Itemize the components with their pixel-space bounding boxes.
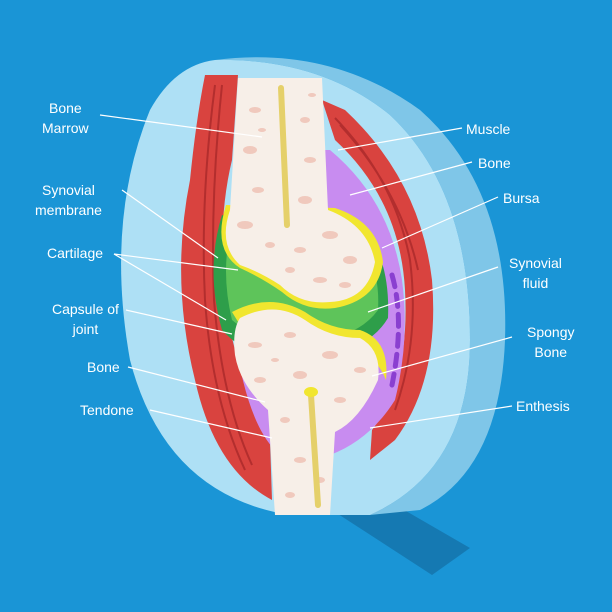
label-synovial-fluid-line1: Synovial <box>509 255 562 271</box>
label-synovial-membrane: Synovial membrane <box>35 180 102 220</box>
label-spongy-bone-line2: Bone <box>534 344 568 360</box>
label-bone-marrow: Bone Marrow <box>42 98 89 138</box>
label-bone-upper: Bone <box>478 153 511 173</box>
label-synovial-membrane-line1: Synovial <box>42 182 95 198</box>
label-bone-lower: Bone <box>87 357 120 377</box>
label-bone-upper-line1: Bone <box>478 155 511 171</box>
label-enthesis: Enthesis <box>516 396 570 416</box>
label-muscle-line1: Muscle <box>466 121 511 137</box>
lower-bone <box>232 302 387 515</box>
label-bone-lower-line1: Bone <box>87 359 120 375</box>
label-bursa: Bursa <box>503 188 540 208</box>
label-spongy-bone: Spongy Bone <box>527 322 574 362</box>
label-tendone: Tendone <box>80 400 134 420</box>
label-capsule-line2: joint <box>72 321 99 337</box>
label-bone-marrow-line2: Marrow <box>42 120 89 136</box>
label-synovial-membrane-line2: membrane <box>35 202 102 218</box>
label-cartilage: Cartilage <box>47 243 103 263</box>
leader-lines <box>99 114 513 439</box>
label-spongy-bone-line1: Spongy <box>527 324 575 340</box>
muscle-left-shape <box>181 75 272 500</box>
label-synovial-fluid-line2: fluid <box>522 275 549 291</box>
label-cartilage-line1: Cartilage <box>47 245 104 261</box>
label-enthesis-line1: Enthesis <box>516 398 570 414</box>
label-muscle: Muscle <box>466 119 510 139</box>
label-capsule-line1: Capsule of <box>52 301 119 317</box>
label-tendone-line1: Tendone <box>80 402 134 418</box>
bursa-dashes <box>389 272 401 388</box>
label-capsule-of-joint: Capsule of joint <box>52 299 119 339</box>
label-bursa-line1: Bursa <box>503 190 540 206</box>
muscle-left-stripes <box>202 84 253 471</box>
upper-bone <box>221 78 383 309</box>
label-bone-marrow-line1: Bone <box>48 100 82 116</box>
label-synovial-fluid: Synovial fluid <box>509 253 562 293</box>
